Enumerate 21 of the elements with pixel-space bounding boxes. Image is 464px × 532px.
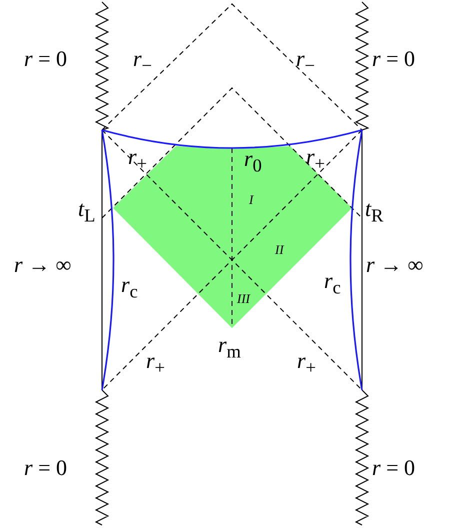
region-numeral: III bbox=[237, 292, 250, 305]
math-label: r$_{m}$ bbox=[218, 334, 241, 361]
equation-label: r → ∞ bbox=[14, 254, 72, 276]
math-label: r$_{−}$ bbox=[133, 48, 152, 75]
equation-label: r = 0 bbox=[24, 457, 67, 479]
region-numeral: II bbox=[275, 243, 284, 256]
equation-label: r = 0 bbox=[372, 48, 415, 70]
math-label: r$_{−}$ bbox=[296, 48, 315, 75]
math-label: t$_{L}$ bbox=[78, 198, 96, 225]
equation-label: r = 0 bbox=[372, 457, 415, 479]
math-label: r$_{+}$ bbox=[128, 146, 147, 173]
math-label: r$_{+}$ bbox=[146, 350, 165, 377]
math-label: r$_{+}$ bbox=[306, 146, 325, 173]
region-numeral: I bbox=[249, 193, 254, 206]
math-label: t$_{R}$ bbox=[365, 198, 384, 225]
equation-label: r = 0 bbox=[24, 48, 67, 70]
math-label: r$_{c}$ bbox=[121, 274, 138, 301]
math-label: r$_{c}$ bbox=[324, 270, 341, 297]
math-label: r$_{0}$ bbox=[244, 148, 262, 175]
math-label: r$_{+}$ bbox=[297, 350, 316, 377]
equation-label: r → ∞ bbox=[366, 254, 424, 276]
